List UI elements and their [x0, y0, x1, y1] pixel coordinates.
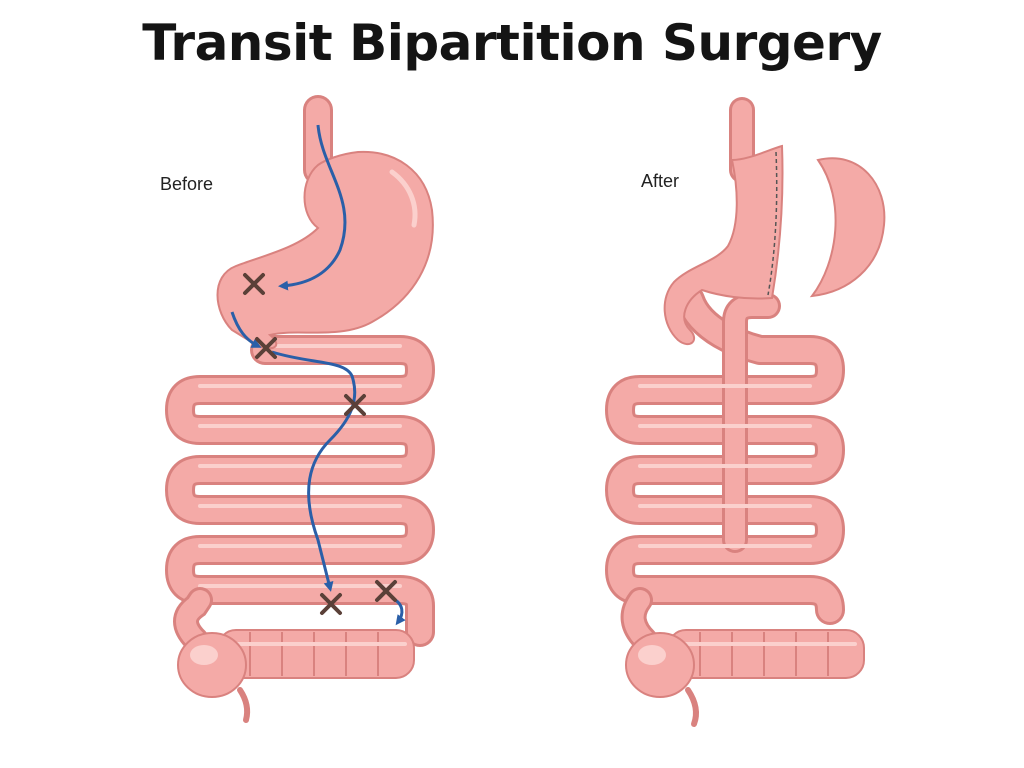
diagram-title: Transit Bipartition Surgery	[142, 14, 882, 72]
after-label: After	[641, 171, 680, 191]
colon-icon	[173, 587, 415, 698]
staple-line-icon	[767, 151, 778, 296]
stomach-icon	[663, 97, 784, 346]
small-intestine-icon	[605, 285, 845, 625]
cut-mark-icon	[243, 273, 397, 615]
colon-icon	[620, 587, 865, 698]
after-panel	[605, 97, 886, 727]
stomach-icon	[216, 95, 434, 350]
appendix-icon	[237, 687, 251, 723]
removed-stomach-portion	[809, 157, 886, 298]
appendix-icon	[685, 687, 699, 727]
before-panel	[165, 95, 435, 723]
small-intestine-icon	[165, 335, 435, 647]
before-label: Before	[160, 174, 214, 194]
